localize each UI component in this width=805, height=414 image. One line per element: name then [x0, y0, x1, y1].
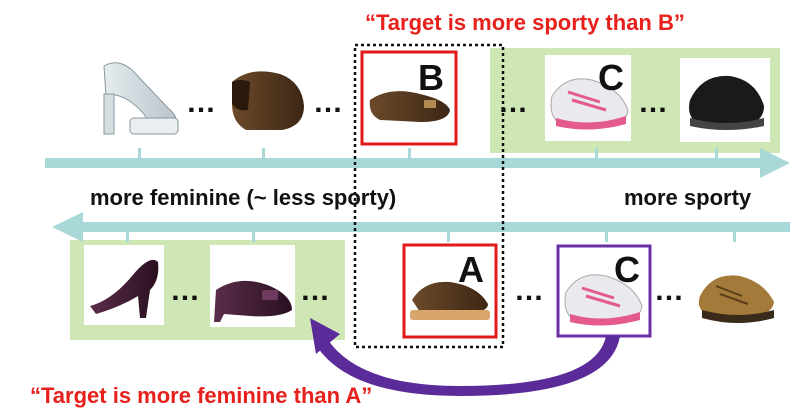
ellipsis: …: [313, 86, 345, 119]
purple-pump-icon: [210, 245, 295, 327]
pink-sneaker-icon: [556, 244, 652, 338]
comparison-dotted-box: [353, 43, 505, 349]
ellipsis: …: [654, 274, 686, 307]
wooden-clog-icon: [402, 243, 498, 339]
top-axis: [45, 148, 790, 178]
brown-clog-icon: [222, 58, 307, 138]
pink-sneaker-icon: [545, 55, 631, 141]
top-axis-label: more sporty: [624, 185, 752, 210]
ellipsis: …: [186, 86, 218, 119]
letter-c-top: C: [598, 57, 624, 98]
letter-b: B: [418, 57, 444, 98]
letter-c-bottom: C: [614, 249, 640, 290]
clear-platform-heel-icon: [95, 55, 180, 140]
black-sneaker-icon: [680, 58, 770, 142]
brown-flat-shoe-icon: [360, 50, 458, 146]
black-stiletto-icon: [84, 245, 164, 325]
tan-hiking-shoe-icon: [694, 252, 779, 328]
letter-a: A: [458, 249, 484, 290]
bottom-axis: [52, 212, 790, 242]
curved-arrow: [310, 318, 620, 396]
ellipsis: …: [498, 86, 530, 119]
ellipsis: …: [170, 274, 202, 307]
ellipsis: …: [638, 86, 670, 119]
bottom-caption: “Target is more feminine than A”: [30, 383, 372, 408]
ellipsis: …: [514, 274, 546, 307]
top-caption: “Target is more sporty than B”: [365, 10, 685, 35]
bottom-axis-label: more feminine (~ less sporty): [90, 185, 396, 210]
ellipsis: …: [300, 274, 332, 307]
